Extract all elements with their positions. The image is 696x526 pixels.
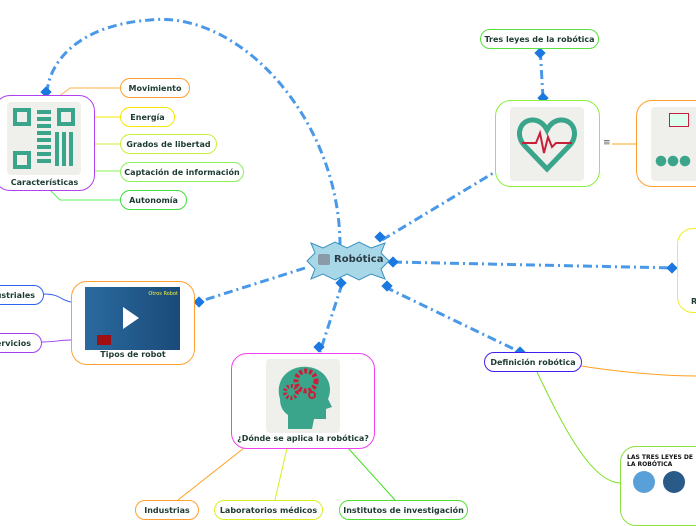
node-energia[interactable]: Energía [120,107,175,127]
right-partial-label: R [691,297,696,306]
heart-node[interactable] [495,100,600,187]
caracteristicas-node[interactable]: Características [0,95,95,191]
right-partial-node[interactable]: R [677,228,696,313]
node-grados-de-libertad[interactable]: Grados de libertad [120,134,217,154]
node-movimiento[interactable]: Movimiento [120,78,190,98]
node-laboratorios-medicos[interactable]: Laboratorios médicos [214,500,323,520]
donde-se-aplica-node[interactable]: ¿Dónde se aplica la robótica? [231,353,375,449]
donde-label: ¿Dónde se aplica la robótica? [237,434,369,443]
central-label: Robótica [334,254,384,265]
node-captacion-de-informacion[interactable]: Captación de información [120,162,244,182]
node-servicios[interactable]: ervicios [0,333,42,353]
qr-code-icon [7,102,81,175]
heart-pulse-icon [510,107,584,181]
robot-icon [318,254,330,265]
play-icon[interactable] [123,307,139,329]
node-industriales[interactable]: ustriales [0,285,44,305]
tipos-label: Tipos de robot [100,350,166,359]
node-tres-leyes[interactable]: Tres leyes de la robótica [480,29,599,49]
video-thumbnail[interactable]: Otros Robot [85,287,180,350]
node-definicion-robotica[interactable]: Definición robótica [484,352,582,372]
presentation-icon [651,107,696,181]
notes-icon[interactable]: ≡ [603,138,611,148]
caracteristicas-label: Características [10,178,79,187]
definicion-image: LAS TRES LEYES DE LA ROBÓTICA [627,449,695,523]
star-shape [306,241,390,281]
head-gears-icon [266,359,340,433]
image-title: LAS TRES LEYES DE LA ROBÓTICA [627,454,693,468]
node-autonomia[interactable]: Autonomía [120,190,187,210]
tipos-de-robot-node[interactable]: Otros Robot Tipos de robot [71,281,195,365]
node-institutos-de-investigacion[interactable]: Institutos de investigación [339,500,468,520]
central-topic[interactable]: Robótica [305,241,391,281]
video-text: Otros Robot [148,291,178,297]
definicion-image-node[interactable]: LAS TRES LEYES DE LA ROBÓTICA [620,446,696,526]
node-industrias[interactable]: Industrias [135,500,199,520]
teaching-node[interactable] [636,100,696,187]
